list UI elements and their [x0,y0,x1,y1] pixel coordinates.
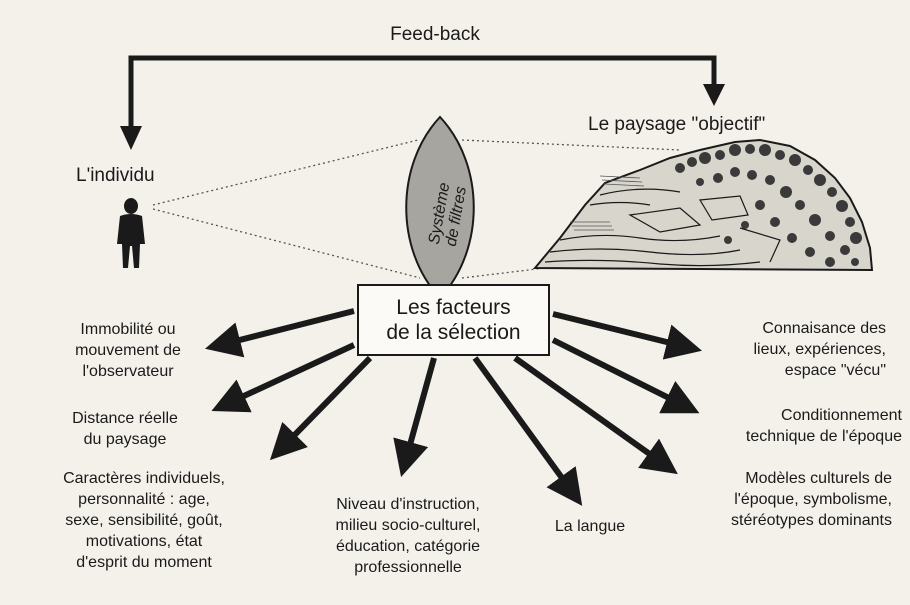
factor-technical: Conditionnement technique de l'époque [745,407,902,445]
selection-factors-box: Les facteurs de la sélection [357,284,550,356]
sight-lines [152,139,681,279]
landscape-illustration [532,138,874,272]
arrow-immobility [205,308,355,358]
arrow-distance [211,342,356,413]
feedback-arrowhead-right [703,84,725,106]
factor-distance: Distance réelle du paysage [72,410,178,448]
arrow-knowledge [552,311,702,360]
arrow-technical [551,337,700,414]
landscape-label: Le paysage "objectif" [588,114,766,135]
individual-label: L'individu [76,165,155,186]
factor-cultural-models: Modèles culturels de l'époque, symbolism… [731,470,892,529]
feedback-arrowhead-left [120,126,142,150]
arrow-education [393,357,437,477]
arrow-language [472,356,583,506]
factor-immobility: Immobilité ou mouvement de l'observateur [75,321,181,380]
arrow-individual-traits [269,355,373,461]
feedback-label: Feed-back [390,24,480,45]
arrow-cultural-models [513,355,678,475]
factor-education: Niveau d'instruction, milieu socio-cultu… [335,496,481,576]
factor-language: La langue [554,518,626,535]
factor-individual-traits: Caractères individuels, personnalité : a… [63,470,225,571]
factor-arrows [205,308,702,506]
person-icon [117,198,145,268]
factor-knowledge: Connaisance des lieux, expériences, espa… [753,320,886,379]
feedback-loop [120,55,725,150]
